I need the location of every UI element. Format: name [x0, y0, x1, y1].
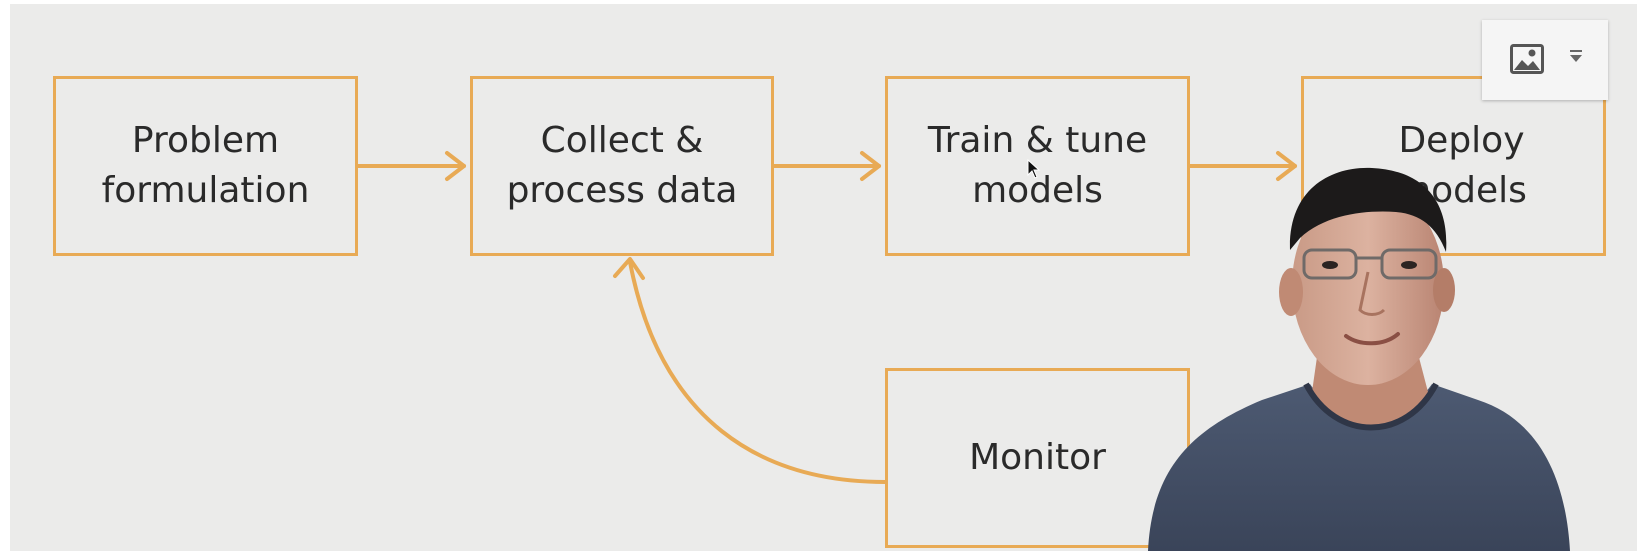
node-label: Train & tune models — [927, 120, 1148, 211]
node-monitor: Monitor — [885, 368, 1190, 548]
presenter-ear-left — [1279, 268, 1303, 316]
presenter-hair — [1289, 167, 1447, 252]
arrow-monitor-to-collect — [628, 260, 887, 484]
node-label: Problem formulation — [101, 120, 310, 211]
node-label: Collect & process data — [506, 120, 738, 211]
presenter-collar — [1303, 382, 1439, 431]
node-collect-process-data: Collect & process data — [470, 76, 774, 256]
node-deploy-models: Deploy models — [1301, 76, 1606, 256]
presenter-nose — [1358, 271, 1386, 316]
node-label: Deploy models — [1396, 120, 1527, 211]
presenter-ear-right — [1433, 268, 1455, 312]
presenter-head — [1292, 185, 1444, 385]
arrow-train-to-deploy-head — [1276, 151, 1297, 181]
node-label: Monitor — [969, 437, 1106, 478]
presenter-mouth — [1344, 332, 1400, 346]
arrow-collect-to-train-head — [860, 151, 881, 181]
arrow-monitor-to-collect-head — [613, 257, 645, 280]
image-options-menu[interactable] — [1482, 20, 1608, 100]
presenter-shirt — [1148, 384, 1570, 551]
arrow-problem-to-collect-head — [445, 151, 466, 181]
presenter-glasses-left — [1302, 248, 1358, 280]
node-problem-formulation: Problem formulation — [53, 76, 358, 256]
node-train-tune-models: Train & tune models — [885, 76, 1190, 256]
presenter-eye-left — [1322, 261, 1338, 269]
dropdown-bar — [1570, 50, 1582, 52]
dropdown-caret-icon[interactable] — [1570, 55, 1582, 62]
presenter-eye-right — [1401, 261, 1417, 269]
image-icon[interactable] — [1510, 44, 1544, 74]
mouse-cursor-icon — [1027, 159, 1041, 179]
presenter-glasses-right — [1380, 248, 1438, 280]
